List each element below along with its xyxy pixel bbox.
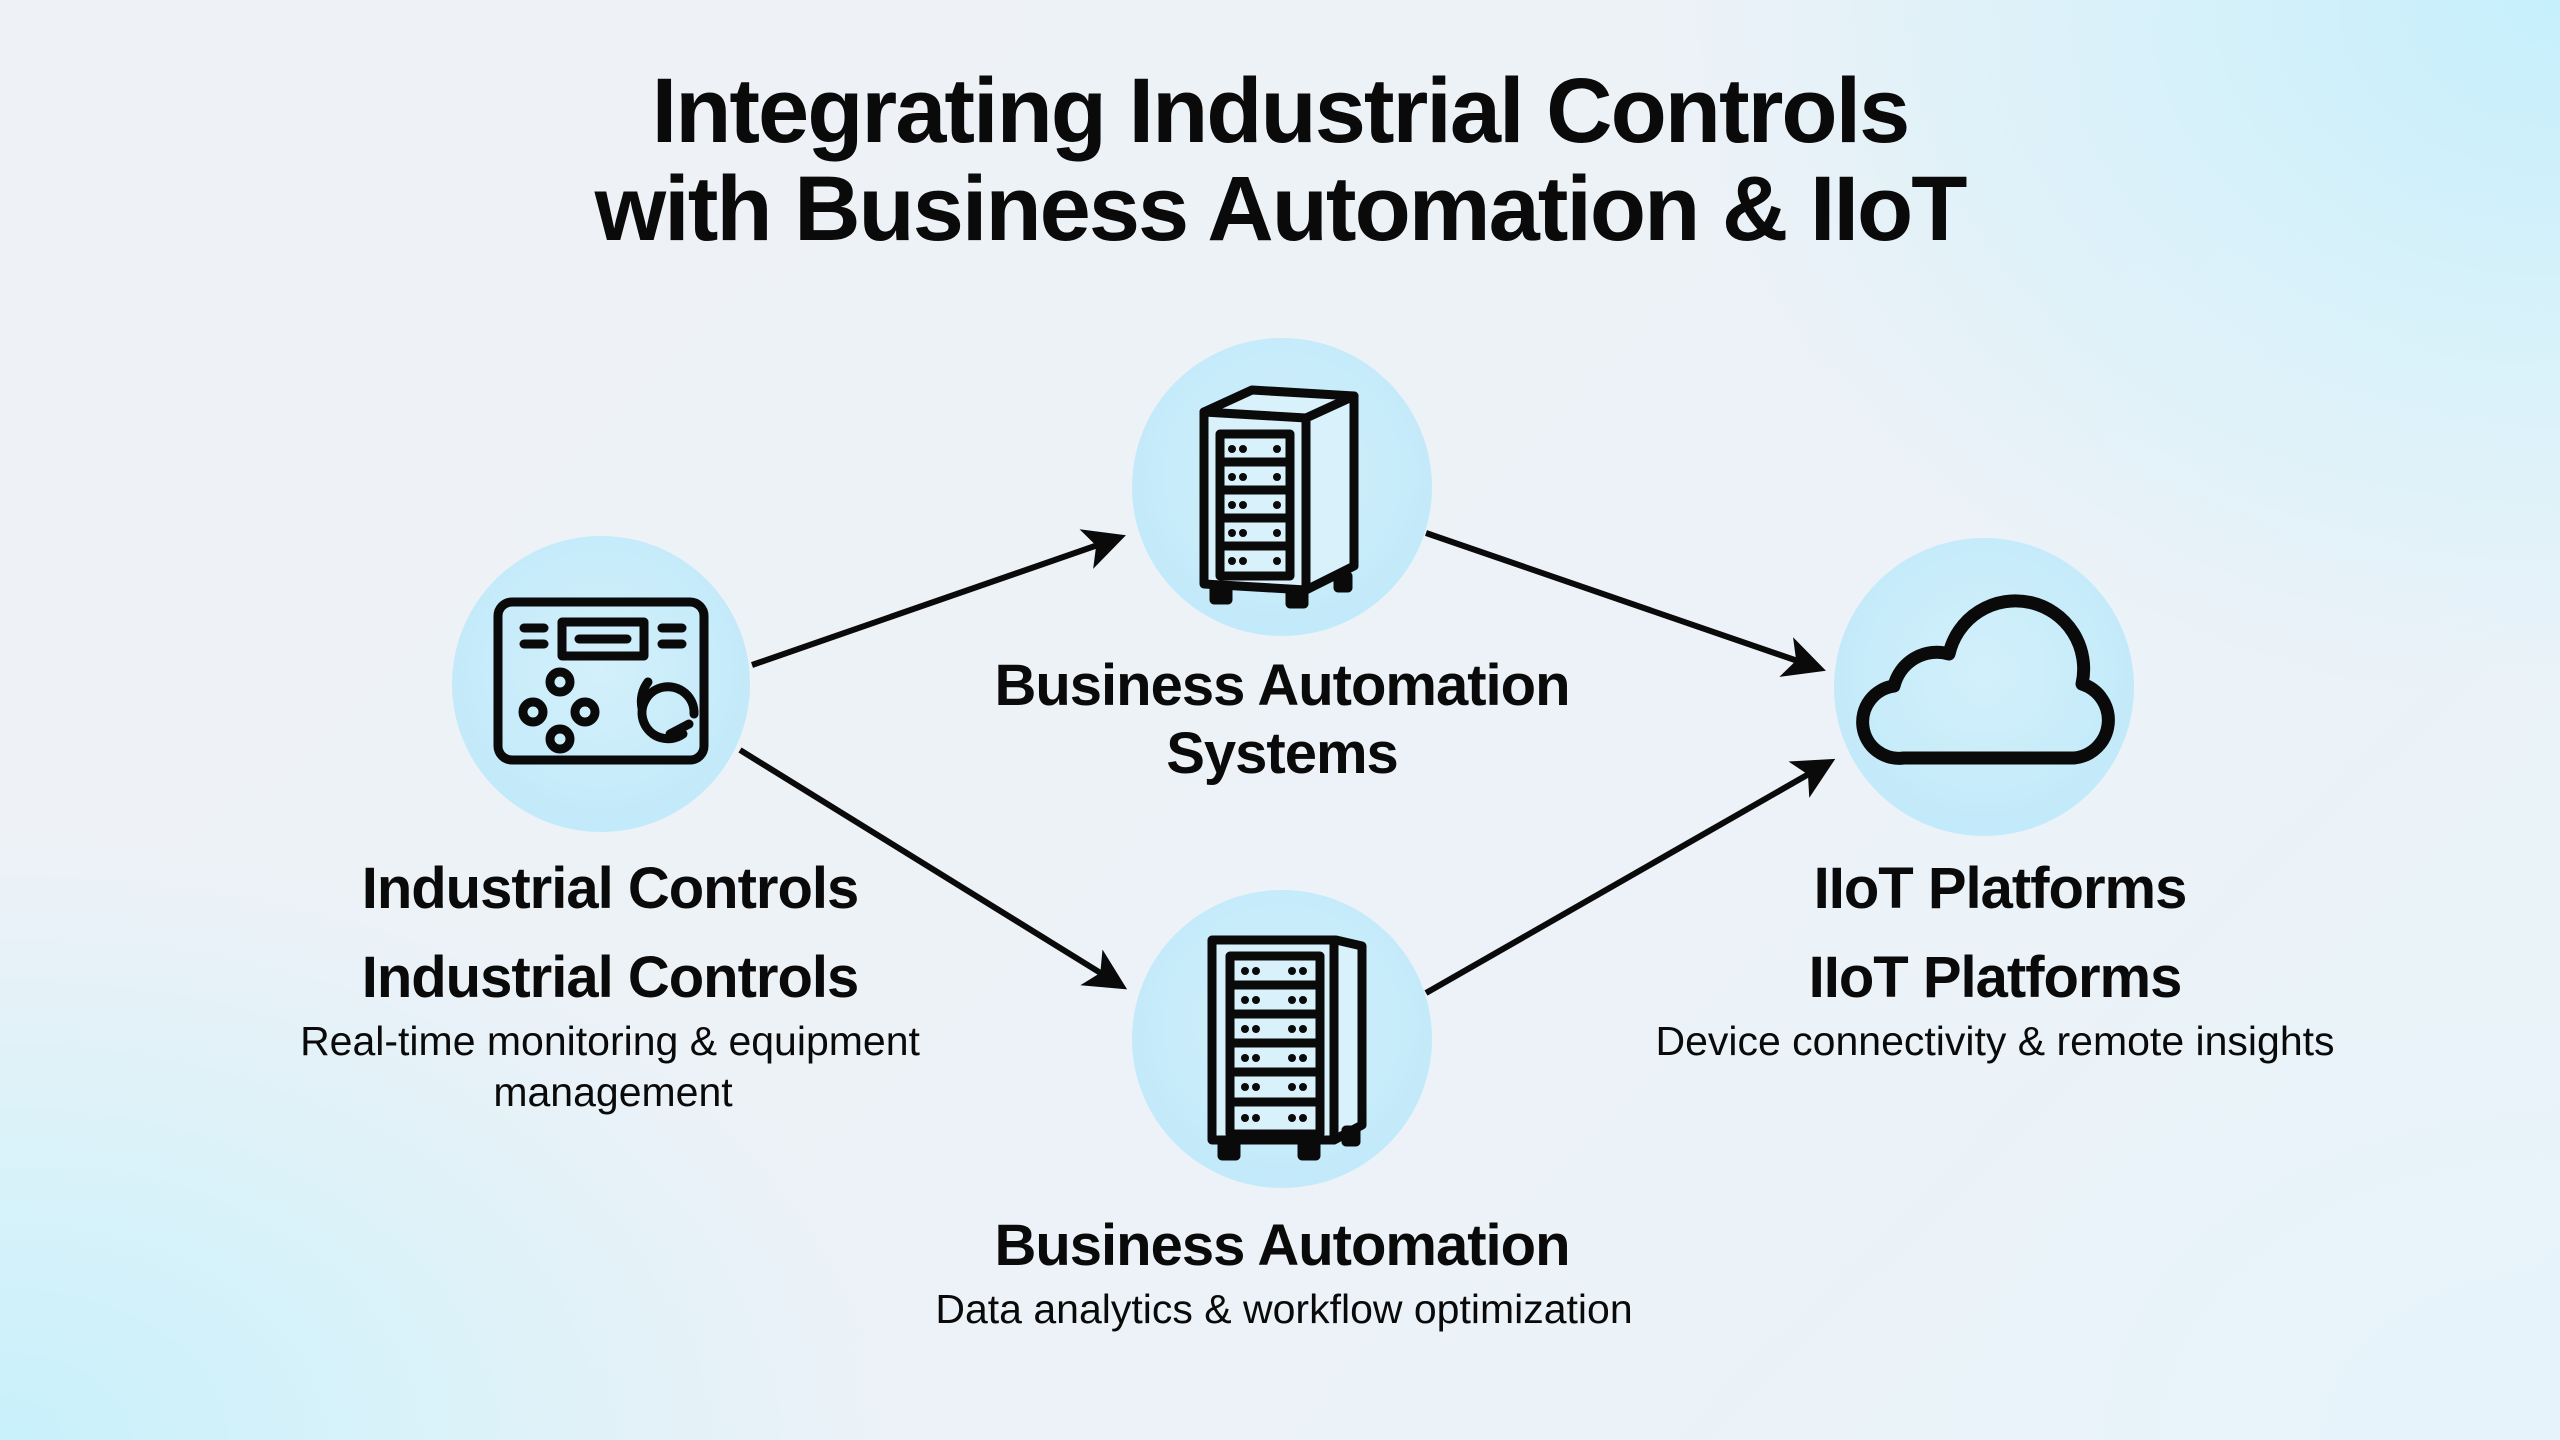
diagram-title: Integrating Industrial Controls with Bus… (0, 62, 2560, 258)
iiot-title-repeat: IIoT Platforms (1808, 945, 2183, 1010)
industrial-controls-desc-line1: Real-time monitoring & equipment (300, 1018, 920, 1064)
bas-title-line1: Business Automation (994, 653, 1570, 718)
control-panel-icon (493, 597, 709, 765)
iiot-platforms-node (1834, 538, 2134, 836)
bas-title-line2: Systems (1166, 721, 1399, 786)
arrow-ba-to-iiot (1424, 758, 1836, 996)
ba-desc: Data analytics & workflow optimization (935, 1286, 1633, 1332)
industrial-controls-title-repeat: Industrial Controls (361, 945, 860, 1010)
iiot-title: IIoT Platforms (1813, 856, 2188, 921)
industrial-controls-node (452, 536, 750, 832)
industrial-controls-desc-line2: management (493, 1069, 733, 1115)
iiot-desc: Device connectivity & remote insights (1655, 1018, 2335, 1064)
server-rack-icon (1199, 385, 1359, 609)
title-line-2: with Business Automation & IIoT (594, 158, 1968, 260)
cloud-icon (1856, 594, 2115, 765)
ba-title: Business Automation (994, 1213, 1570, 1278)
business-automation-node (1132, 890, 1432, 1188)
business-automation-systems-node (1132, 338, 1432, 636)
server-rack-icon (1207, 935, 1367, 1161)
arrow-industrial-to-bas (751, 529, 1126, 668)
arrow-bas-to-iiot (1425, 530, 1826, 677)
industrial-controls-title: Industrial Controls (361, 856, 860, 921)
title-line-1: Integrating Industrial Controls (651, 60, 1911, 162)
arrow-industrial-to-ba (738, 747, 1128, 990)
